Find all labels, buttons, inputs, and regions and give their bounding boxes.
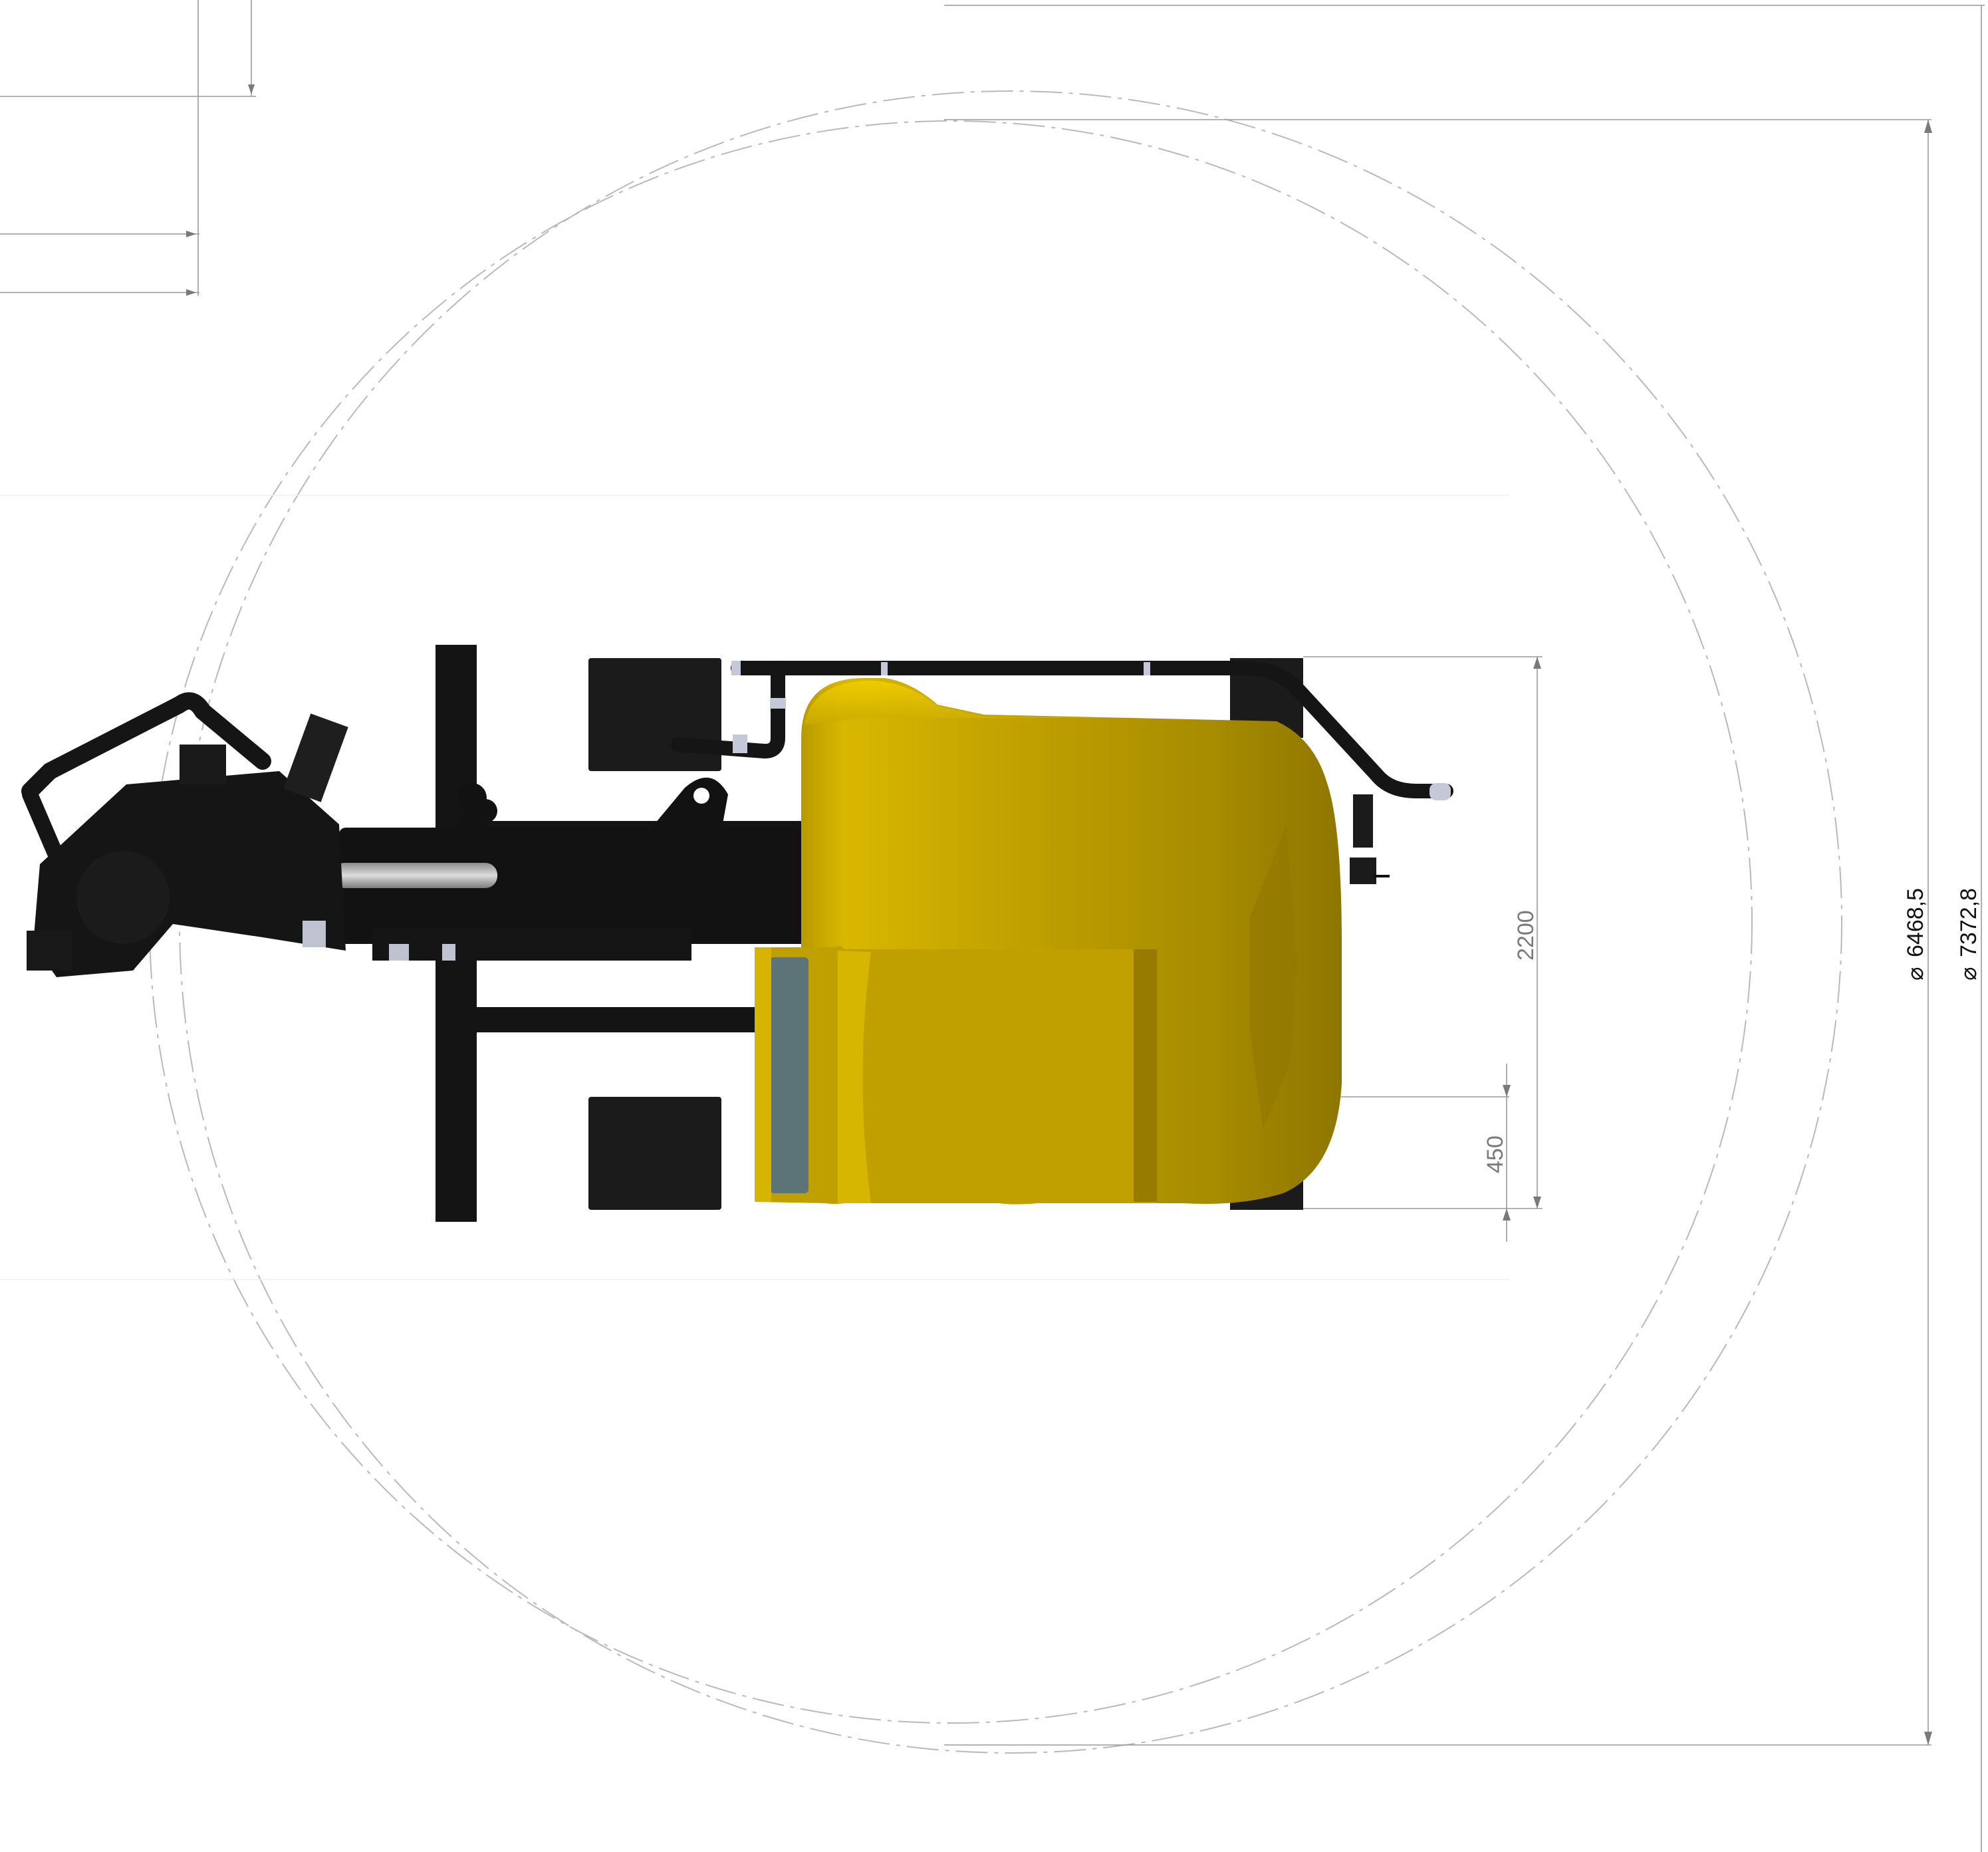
arrow-icon [186, 231, 196, 237]
arrow-icon [186, 289, 196, 296]
width-dimension [1303, 656, 1543, 1242]
arrow-icon [1533, 1197, 1541, 1209]
hydraulic-rod [332, 863, 497, 888]
wheel-front-left [588, 658, 721, 771]
construction-lines [0, 495, 1509, 1280]
wheel-front-right [588, 1097, 721, 1210]
drawbar [332, 777, 811, 961]
arrow-icon [1503, 1209, 1511, 1220]
boom-frame-shape [21, 692, 455, 977]
diameter-dimension-lines [944, 5, 1985, 1852]
arrow-icon [248, 84, 255, 94]
diameter-outer-label: 7372,8 [1956, 888, 1981, 957]
tank-shape [755, 678, 1342, 1205]
tank-front-section [755, 946, 1157, 1204]
arrow-icon [1533, 657, 1541, 669]
dimension-450-label: 450 [1483, 1135, 1508, 1173]
arrow-icon [1924, 1732, 1932, 1745]
pipework [671, 661, 1453, 884]
diameter-inner-label: 6468,5 [1903, 888, 1928, 957]
diameter-symbol-icon: ⌀ [1903, 967, 1928, 981]
tank-window [770, 957, 808, 1193]
arrow-icon [1924, 120, 1932, 133]
arrow-icon [1503, 1085, 1511, 1097]
partial-dimension-top-left [0, 0, 256, 296]
diameter-symbol-icon: ⌀ [1956, 967, 1981, 981]
dimension-2200-label: 2200 [1513, 910, 1539, 961]
